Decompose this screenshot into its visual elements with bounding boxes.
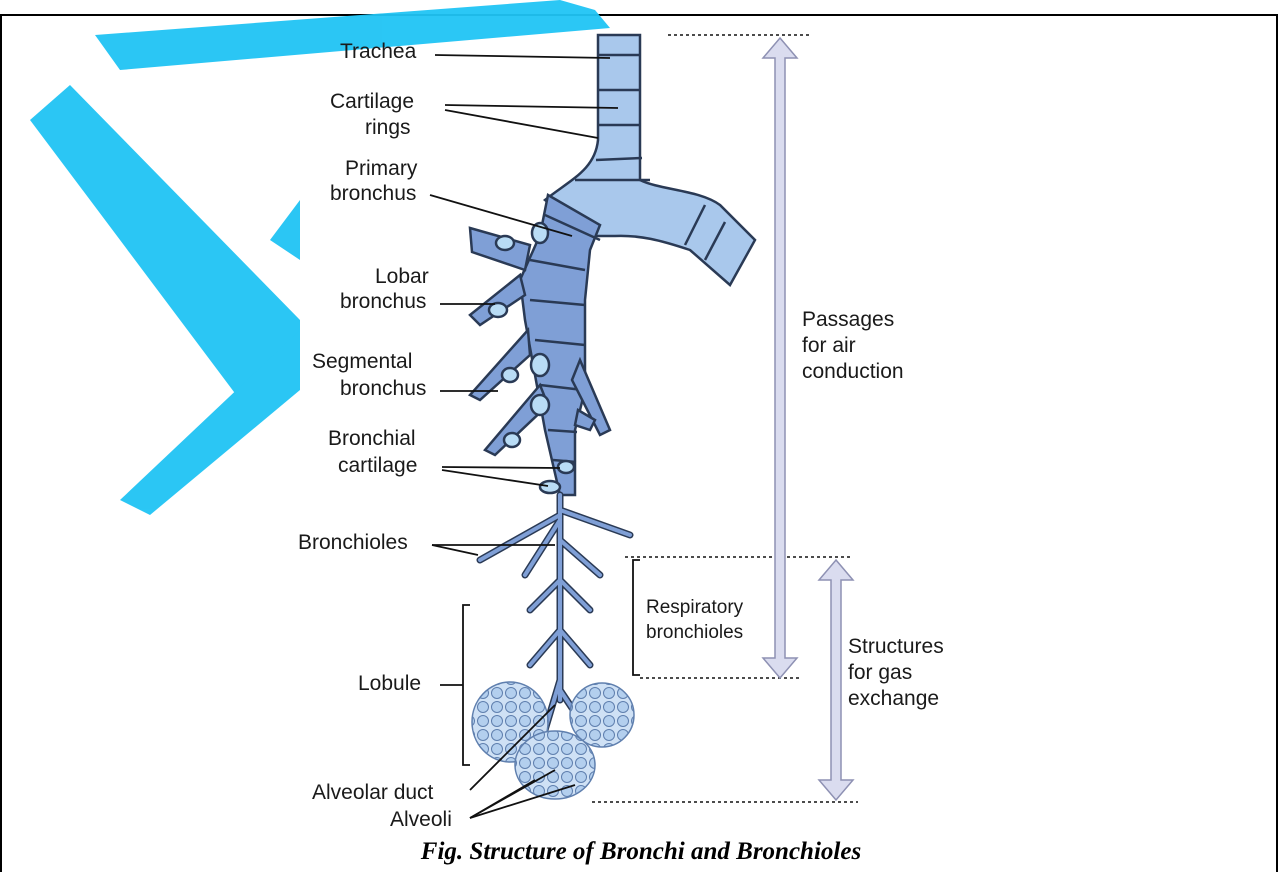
label-segmental-bronchus-1: Segmental [312, 350, 412, 373]
label-alveolar-duct: Alveolar duct [312, 781, 434, 804]
label-lobule: Lobule [358, 672, 421, 695]
label-cartilage-rings-2: rings [365, 116, 411, 139]
label-respiratory-bronchioles-2: bronchioles [646, 622, 743, 643]
label-passages-2: for air [802, 334, 856, 357]
passages-arrow [763, 38, 797, 678]
label-primary-bronchus-1: Primary [345, 157, 418, 180]
label-cartilage-rings-1: Cartilage [330, 90, 414, 113]
label-bronchial-cartilage-2: cartilage [338, 454, 417, 477]
label-bronchioles: Bronchioles [298, 531, 408, 554]
label-bronchial-cartilage-1: Bronchial [328, 427, 416, 450]
bronchus-shape [470, 195, 610, 495]
label-structures-1: Structures [848, 635, 944, 658]
label-lobar-bronchus-1: Lobar [375, 265, 429, 288]
label-passages-3: conduction [802, 360, 904, 383]
label-structures-3: exchange [848, 687, 939, 710]
label-trachea: Trachea [340, 40, 417, 63]
label-respiratory-bronchioles-1: Respiratory [646, 597, 744, 618]
label-segmental-bronchus-2: bronchus [340, 377, 426, 400]
figure-caption: Fig. Structure of Bronchi and Bronchiole… [0, 838, 1282, 866]
label-alveoli: Alveoli [390, 808, 452, 831]
label-passages-1: Passages [802, 308, 894, 331]
label-lobar-bronchus-2: bronchus [340, 290, 426, 313]
label-primary-bronchus-2: bronchus [330, 182, 416, 205]
label-structures-2: for gas [848, 661, 912, 684]
